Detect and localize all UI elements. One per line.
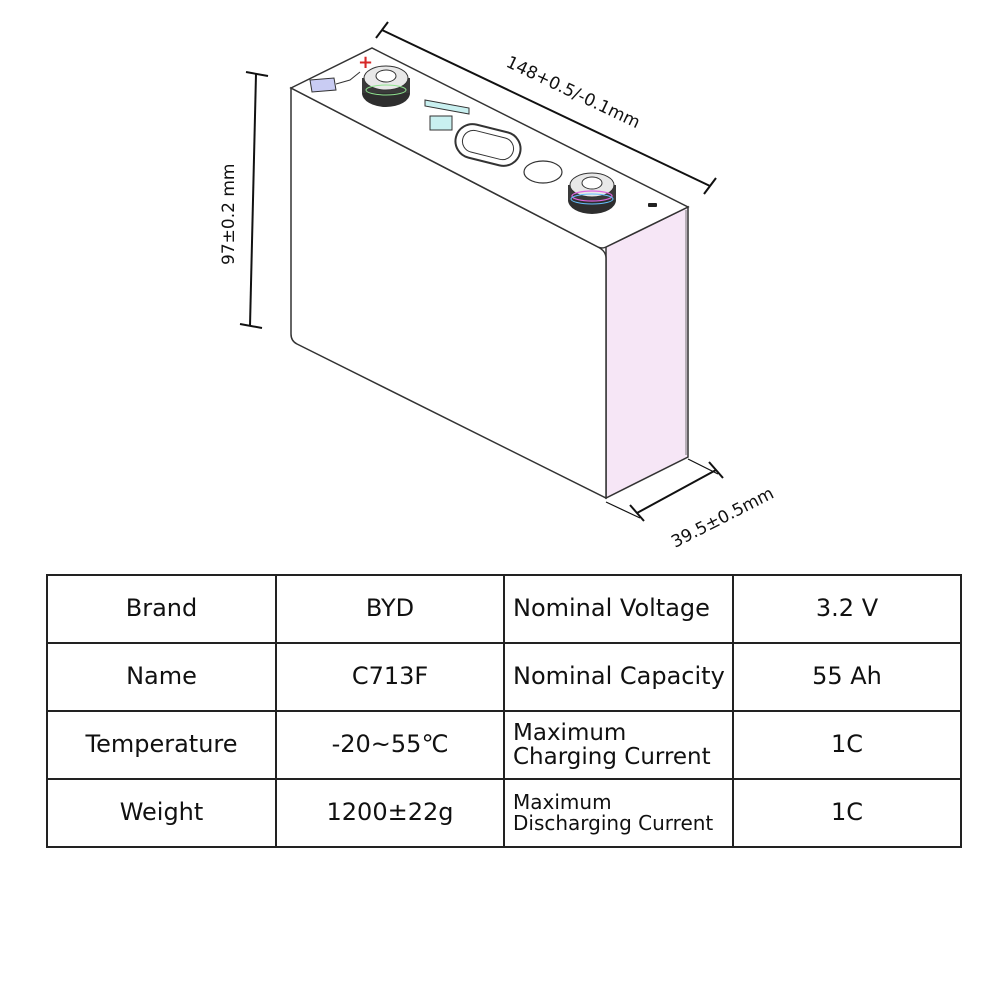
- param-label: Nominal Voltage: [503, 574, 734, 644]
- battery-cell-diagram: + 148+0.5/-0.1mm 97±0.2 mm: [219, 21, 777, 553]
- param-label: Maximum Charging Current: [503, 710, 734, 780]
- table-row: Temperature -20~55℃ Maximum Charging Cur…: [46, 710, 962, 780]
- param-label: Nominal Capacity: [503, 642, 734, 712]
- param-value: 1C: [732, 710, 962, 780]
- spec-value: -20~55℃: [275, 710, 505, 780]
- spec-value: C713F: [275, 642, 505, 712]
- spec-label: Temperature: [46, 710, 277, 780]
- param-label-line: Maximum: [513, 790, 612, 814]
- param-value: 3.2 V: [732, 574, 962, 644]
- param-label-line: Maximum: [513, 719, 627, 746]
- param-label: Maximum Discharging Current: [503, 778, 734, 848]
- positive-mark: +: [358, 52, 373, 73]
- terminal-label: [309, 77, 337, 93]
- param-label-line: Nominal Capacity: [513, 662, 725, 691]
- spec-table: Brand BYD Nominal Voltage 3.2 V Name C71…: [46, 574, 962, 848]
- fill-port: [523, 160, 563, 184]
- vent-label-stripe: [424, 99, 470, 115]
- safety-vent: [454, 123, 522, 167]
- spec-label: Weight: [46, 778, 277, 848]
- battery-side-face: [605, 205, 689, 500]
- thickness-label: 39.5±0.5mm: [668, 484, 777, 553]
- param-label-line: Nominal Voltage: [513, 594, 710, 623]
- param-label-line: Discharging Current: [513, 811, 714, 835]
- negative-terminal: [568, 172, 616, 214]
- spec-value: 1200±22g: [275, 778, 505, 848]
- table-row: Name C713F Nominal Capacity 55 Ah: [46, 642, 962, 712]
- table-row: Brand BYD Nominal Voltage 3.2 V: [46, 574, 962, 644]
- spec-label: Brand: [46, 574, 277, 644]
- positive-terminal: [362, 65, 410, 107]
- param-value: 55 Ah: [732, 642, 962, 712]
- battery-front-face: [290, 86, 607, 500]
- height-dimension: 97±0.2 mm: [219, 71, 269, 329]
- height-label: 97±0.2 mm: [219, 164, 239, 265]
- vent-label-box: [429, 115, 453, 131]
- spec-value: BYD: [275, 574, 505, 644]
- param-value: 1C: [732, 778, 962, 848]
- table-row: Weight 1200±22g Maximum Discharging Curr…: [46, 778, 962, 848]
- spec-label: Name: [46, 642, 277, 712]
- param-label-line: Charging Current: [513, 744, 711, 770]
- polarity-marker: [648, 203, 657, 207]
